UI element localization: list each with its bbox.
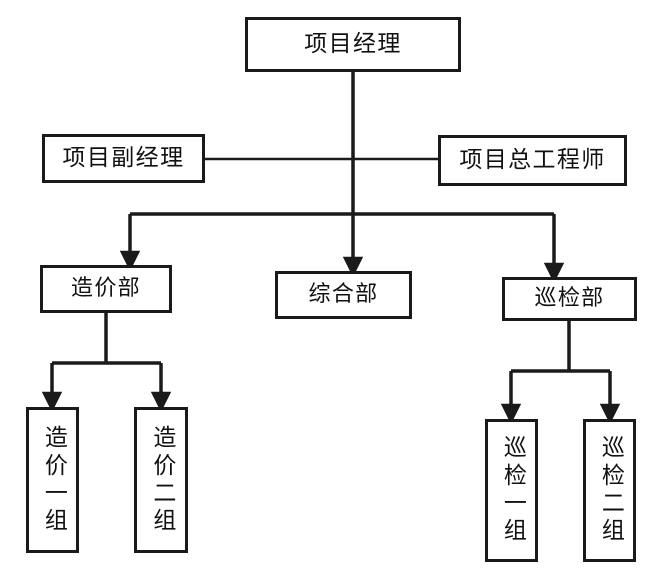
node-general-department-label: 综合部 — [308, 282, 379, 307]
node-deputy-project-manager[interactable]: 项目副经理 — [42, 134, 205, 183]
node-chief-engineer-label: 项目总工程师 — [459, 147, 606, 173]
node-cost-group-two-label: 造价二组 — [148, 424, 175, 536]
node-cost-group-one[interactable]: 造价一组 — [26, 407, 79, 553]
node-chief-engineer[interactable]: 项目总工程师 — [438, 135, 627, 186]
node-general-department[interactable]: 综合部 — [275, 271, 412, 319]
node-cost-group-one-label: 造价一组 — [40, 424, 67, 536]
node-cost-group-two[interactable]: 造价二组 — [134, 407, 188, 553]
node-inspection-group-two-label: 巡检二组 — [597, 435, 624, 546]
node-inspection-department[interactable]: 巡检部 — [502, 277, 637, 321]
node-inspection-group-one[interactable]: 巡检一组 — [485, 419, 538, 562]
node-project-manager[interactable]: 项目经理 — [245, 17, 461, 72]
node-cost-department[interactable]: 造价部 — [40, 265, 172, 313]
node-inspection-department-label: 巡检部 — [534, 286, 605, 311]
node-cost-department-label: 造价部 — [71, 276, 141, 301]
node-deputy-project-manager-label: 项目副经理 — [62, 145, 185, 171]
node-project-manager-label: 项目经理 — [304, 31, 402, 57]
node-inspection-group-two[interactable]: 巡检二组 — [583, 419, 636, 562]
node-inspection-group-one-label: 巡检一组 — [499, 435, 526, 546]
